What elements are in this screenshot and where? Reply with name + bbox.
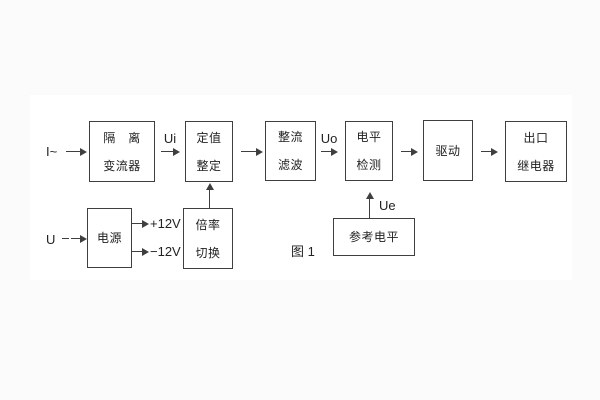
arrow-setting-to-rectifier-line	[241, 151, 256, 152]
arrow-rectifier-to-level-head	[331, 148, 338, 156]
block-setting-line2: 整定	[196, 158, 222, 173]
signal-uo-label: Uo	[320, 131, 338, 146]
block-level-line2: 检测	[356, 158, 382, 172]
arrow-ratio-to-setting-line	[209, 190, 210, 208]
block-ratio-switch: 倍率 切换	[183, 208, 233, 269]
block-rectifier-line2: 滤波	[277, 158, 303, 172]
block-setting-adjust: 定值 整定	[185, 121, 233, 182]
signal-ue-label: Ue	[379, 198, 396, 213]
arrow-level-to-drive-line	[401, 151, 411, 152]
block-setting-line1: 定值	[196, 130, 222, 145]
rail-minus12v-label: −12V	[150, 244, 181, 259]
arrow-reference-ue-head	[366, 192, 374, 199]
block-rectify-filter: 整流 滤波	[265, 121, 316, 181]
block-ratio-line1: 倍率	[195, 217, 221, 232]
block-reference-level: 参考电平	[333, 218, 415, 256]
arrow-power-minus12-line	[132, 251, 142, 252]
arrow-current-input-head	[80, 148, 87, 156]
arrow-voltage-input-head	[80, 235, 87, 243]
block-level-line1: 电平	[356, 130, 382, 144]
block-isolation-line2: 变流器	[103, 158, 141, 173]
arrow-level-to-drive-head	[411, 148, 418, 156]
arrow-setting-to-rectifier-head	[256, 148, 263, 156]
arrow-drive-to-relay-line	[481, 151, 491, 152]
arrow-isolation-to-setting-line	[161, 151, 173, 152]
signal-ui-label: Ui	[163, 131, 177, 146]
block-drive: 驱动	[423, 120, 473, 181]
arrow-power-plus12-head	[142, 220, 149, 228]
arrow-voltage-input-line	[71, 238, 80, 239]
block-isolation-transformer: 隔 离 变流器	[89, 121, 155, 182]
arrow-current-input-line	[66, 151, 80, 152]
input-current-label: I~	[46, 144, 58, 159]
arrow-isolation-to-setting-head	[173, 148, 180, 156]
block-relay-line2: 继电器	[517, 158, 555, 173]
block-reference-line1: 参考电平	[348, 230, 399, 244]
input-voltage-label: U	[46, 232, 56, 247]
block-ratio-line2: 切换	[195, 245, 221, 260]
arrow-voltage-input-dash	[62, 238, 69, 239]
arrow-power-plus12-line	[132, 223, 142, 224]
block-power-supply: 电源	[87, 208, 132, 268]
block-relay-line1: 出口	[523, 130, 549, 145]
arrow-reference-ue-line	[369, 199, 370, 218]
arrow-rectifier-to-level-line	[321, 151, 331, 152]
rail-plus12v-label: +12V	[150, 216, 181, 231]
arrow-power-minus12-head	[142, 248, 149, 256]
block-drive-line1: 驱动	[435, 143, 461, 158]
block-power-line1: 电源	[96, 231, 122, 245]
arrow-ratio-to-setting-head	[206, 183, 214, 190]
arrow-drive-to-relay-head	[491, 148, 498, 156]
block-level-detect: 电平 检测	[345, 121, 393, 181]
block-isolation-line1: 隔 离	[103, 130, 141, 145]
block-rectifier-line1: 整流	[277, 130, 303, 144]
block-output-relay: 出口 继电器	[505, 121, 567, 182]
figure-caption: 图 1	[291, 244, 315, 259]
